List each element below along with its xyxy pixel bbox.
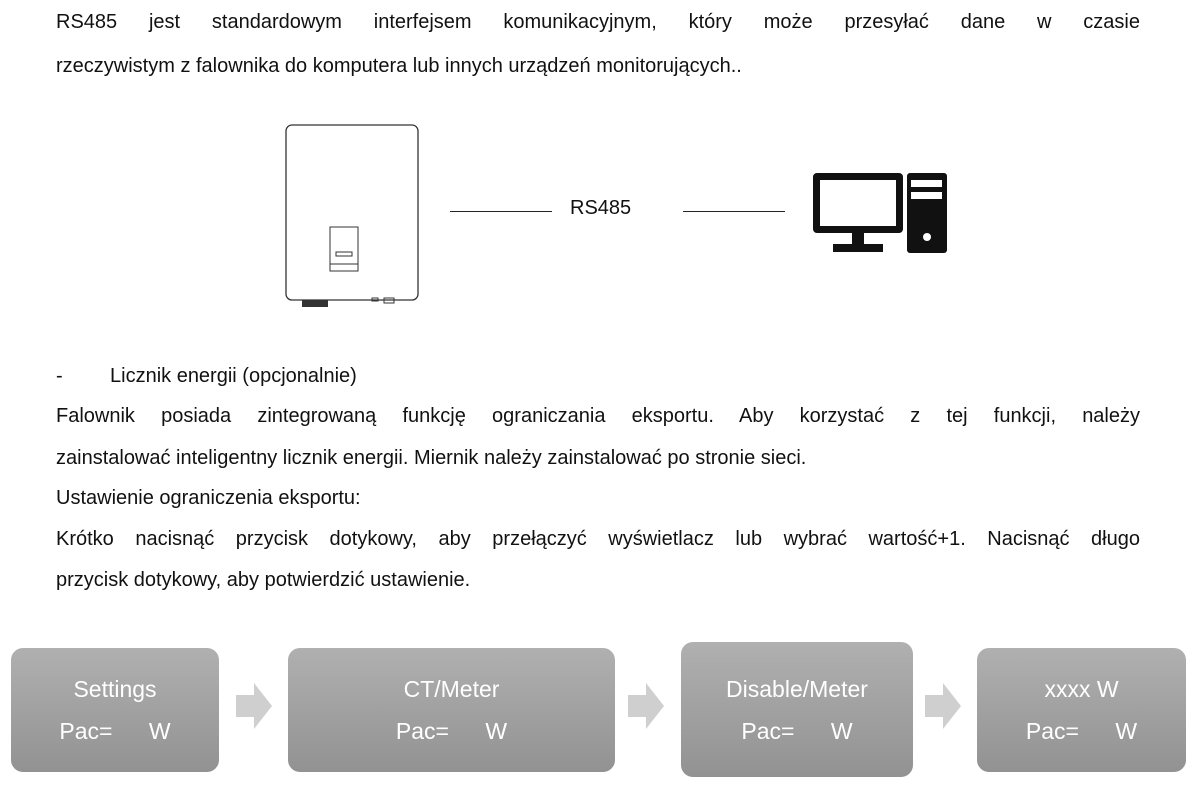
computer-icon [813, 173, 947, 253]
step-value: Pac= W [59, 718, 171, 744]
rs485-label: RS485 [570, 197, 632, 219]
flow-step-disable-meter: Disable/Meter Pac= W [681, 642, 913, 777]
connection-line-right [683, 211, 785, 212]
setting-title: Ustawienie ograniczenia eksportu: [56, 487, 361, 509]
inverter-icon [285, 124, 419, 307]
step-title: CT/Meter [403, 676, 500, 702]
step-title: Disable/Meter [726, 676, 868, 702]
intro-line-1: RS485 jest standardowym interfejsem komu… [56, 11, 1140, 33]
para2-line-2: przycisk dotykowy, aby potwierdzić ustaw… [56, 569, 471, 591]
arrow-right-icon [925, 683, 961, 729]
step-title: xxxx W [1044, 676, 1119, 702]
para2-line-1: Krótko nacisnąć przycisk dotykowy, aby p… [56, 528, 1140, 550]
intro-line-2: rzeczywistym z falownika do komputera lu… [56, 55, 742, 77]
flow-step-settings: Settings Pac= W [11, 648, 219, 772]
flow-step-power-limit: xxxx W Pac= W [977, 648, 1186, 772]
bullet: - [56, 365, 63, 387]
arrow-right-icon [628, 683, 664, 729]
step-value: Pac= W [395, 718, 508, 744]
arrow-right-icon [236, 683, 272, 729]
step-title: Settings [73, 676, 157, 702]
connection-line-left [450, 211, 552, 212]
flow-step-ct-meter: CT/Meter Pac= W [288, 648, 615, 772]
para1-line-2: zainstalować inteligentny licznik energi… [56, 447, 807, 469]
step-value: Pac= W [1025, 718, 1138, 744]
para1-line-1: Falownik posiada zintegrowaną funkcję og… [56, 405, 1140, 427]
meter-heading: Licznik energii (opcjonalnie) [110, 365, 357, 387]
step-value: Pac= W [741, 718, 853, 744]
